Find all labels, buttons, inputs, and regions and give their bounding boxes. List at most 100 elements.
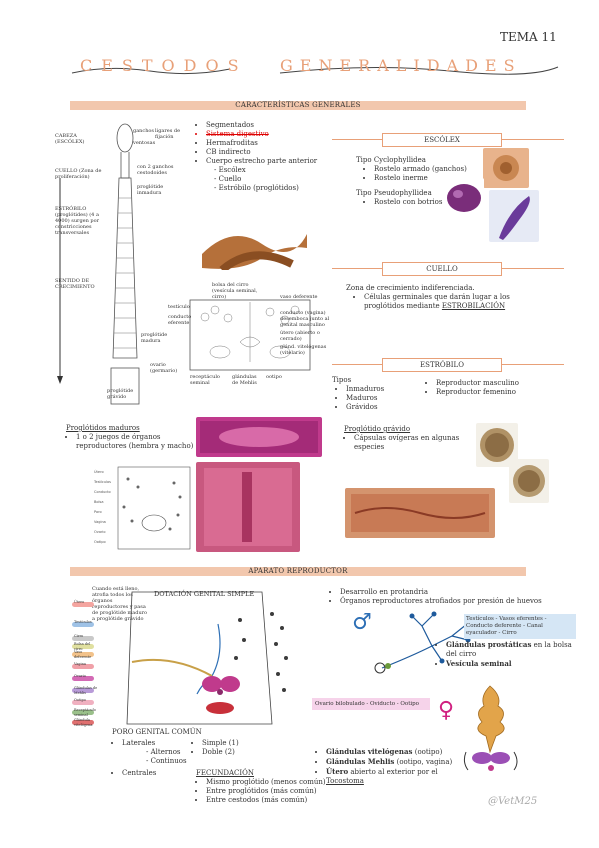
section-characteristics: CARACTERÍSTICAS GENERALES [70, 101, 526, 110]
escolex-tipo2: Tipo Pseudophyllidea [356, 189, 432, 197]
female-item-bold: Glándulas Mehlis [326, 757, 395, 766]
tapeworm-drawing [57, 123, 140, 405]
tag-label-bolsa: Bolsa del cirro [74, 642, 91, 651]
svg-text:Conducto: Conducto [94, 490, 111, 494]
poro-right: Simple (1) Doble (2) [192, 739, 272, 757]
male-gland-item: Glándulas prostáticas en la bolsa del ci… [446, 640, 576, 659]
male-path-box: Testículos - Vasos eferentes - Conducto … [464, 614, 576, 639]
estrobilo-item: Inmaduros [346, 385, 422, 394]
fecundacion-title: FECUNDACIÓN [196, 769, 254, 777]
tag-vagina [72, 664, 94, 669]
tema-label: TEMA 11 [500, 30, 557, 44]
label-cuello: CUELLO (Zona de proliferación) [55, 168, 102, 180]
maduro-photo-2 [196, 462, 300, 552]
estrobilo-item: Maduros [346, 394, 422, 403]
estrobilo-item: Grávidos [346, 403, 422, 412]
egg-photo-2 [509, 459, 549, 503]
poro-title: PORO GENITAL COMÚN [112, 728, 202, 736]
svg-text:Poro: Poro [94, 510, 102, 514]
scolex-photo-2 [444, 178, 484, 216]
estrobilo-tipos: Tipos Inmaduros Maduros Grávidos [332, 376, 422, 412]
label-mehlis: glándulas de Mehlis [232, 374, 257, 386]
tag-cirro [72, 636, 94, 641]
tag-label-vagina: Vagina [74, 662, 86, 666]
estrobilo-right-item: Reproductor femenino [436, 388, 546, 397]
signature: @VetM25 [488, 796, 538, 807]
label-crecimiento: SENTIDO DE CRECIMIENTO [55, 278, 95, 290]
estrobilo-right-item: Reproductor masculino [436, 379, 546, 388]
fecundacion-item: Entre proglótidos (más común) [206, 787, 336, 796]
char-item: Segmentados [206, 121, 326, 130]
label-receptaculo: receptáculo seminal [190, 374, 220, 386]
svg-text:Ootipo: Ootipo [94, 540, 106, 544]
tag-label-testiculos: Testículos [74, 620, 92, 624]
poro-laterales: Laterales [122, 739, 202, 748]
female-item: Glándulas Mehlis (ootipo, vagina) [326, 757, 476, 767]
label-2-ganchos: con 2 ganchos cestodoides [137, 164, 174, 176]
label-ventosas: ventosas [133, 140, 156, 146]
male-symbol-icon: ♂ [352, 610, 372, 635]
svg-text:Bolsa: Bolsa [94, 500, 103, 504]
maduros-block: Proglótidos maduros 1 o 2 juegos de órga… [66, 424, 196, 451]
male-gland-bold: Glándulas prostáticas [446, 640, 532, 649]
fecundacion-block: FECUNDACIÓN Mismo proglótido (menos comú… [196, 769, 336, 805]
female-item-bold: Glándulas vitelógenas [326, 747, 413, 756]
maduros-title: Proglótidos maduros [66, 424, 140, 432]
tag-label-mehlis: Glándulas de Mehlis [74, 686, 98, 695]
svg-text:Útero: Útero [94, 469, 104, 474]
masculino-list: Desarrollo en protandria Órganos reprodu… [330, 588, 570, 606]
char-item: Hermafroditas [206, 139, 326, 148]
female-list: Glándulas vitelógenas (ootipo) Glándulas… [316, 747, 476, 786]
poro-doble: Doble (2) [202, 748, 272, 757]
female-path-box: Ovario bilobulado - Oviducto - Ootipo [312, 698, 430, 710]
female-tocostoma: Tocostoma [326, 777, 364, 785]
female-item: Glándulas vitelógenas (ootipo) [326, 747, 476, 757]
tag-label-cirro: Cirro [74, 634, 84, 638]
repro-diagram-title: DOTACIÓN GENITAL SIMPLE [154, 590, 255, 598]
label-conducto-eferente: conducto eferente [168, 314, 192, 326]
poro-centrales: Centrales [122, 769, 202, 778]
tag-ootipo [72, 700, 94, 705]
label-vitelario: glánd. vitelógenas (vitelario) [280, 344, 327, 356]
female-drawing [463, 685, 518, 771]
title-right: GENERALIDADES [280, 56, 522, 75]
svg-text:Testículos: Testículos [94, 480, 111, 484]
char-sub: - Escólex [214, 166, 246, 174]
svg-text:Vagina: Vagina [94, 520, 106, 524]
tag-label-vitelogena: Glándula vitelógena [74, 718, 93, 727]
escolex-item: Rostelo armado (ganchos) [374, 165, 476, 174]
tag-vaso [72, 652, 94, 657]
char-item: CB indirecto [206, 148, 326, 157]
tag-label-ovario: Ovario [74, 674, 86, 678]
char-sub: - Cuello [214, 175, 242, 183]
female-symbol-icon: ♀ [438, 698, 455, 723]
female-item-bold: Útero [326, 767, 349, 776]
title-underline-decoration [71, 66, 559, 75]
escolex-item: Rostelo con botrios [374, 198, 476, 207]
label-bolsa-cirro: bolsa del cirro (vesícula seminal, cirro… [212, 282, 258, 300]
tapeworm-diagram: CABEZA (ESCÓLEX) ganchos ligares de fija… [55, 118, 195, 408]
char-item: Cuerpo estrecho parte anterior [206, 157, 326, 166]
gravido-photo [345, 488, 495, 538]
scolex-photo-3 [489, 190, 539, 242]
label-madura: proglótide madura [141, 332, 168, 344]
escolex-item: Rostelo inerme [374, 174, 476, 183]
female-item: Útero abierto al exterior por el Tocosto… [326, 767, 476, 786]
male-gland-bold: Vesícula seminal [446, 659, 512, 668]
label-ootipo: ootipo [266, 374, 282, 380]
escolex-tipo1: Tipo Cyclophyllidea [356, 156, 426, 164]
section-reproductor: APARATO REPRODUCTOR [70, 567, 526, 576]
poro-continuos: - Continuos [146, 757, 187, 765]
proglottid-diagram: bolsa del cirro (vesícula seminal, cirro… [140, 282, 330, 392]
label-conducto-vagina: conducto (vagina) desemboca junto al gen… [280, 310, 330, 328]
proglottid-drawing [189, 299, 311, 371]
tag-ovario [72, 676, 94, 681]
label-ligares: ligares de fijación [155, 128, 181, 140]
gravido-item: Cápsulas ovígeras en algunas especies [354, 434, 474, 452]
female-item-rest: (ootipo, vagina) [394, 758, 453, 766]
tag-bolsa [72, 644, 94, 649]
tag-mehlis [72, 688, 94, 693]
poro-simple: Simple (1) [202, 739, 272, 748]
female-item-rest: (ootipo) [412, 748, 443, 756]
